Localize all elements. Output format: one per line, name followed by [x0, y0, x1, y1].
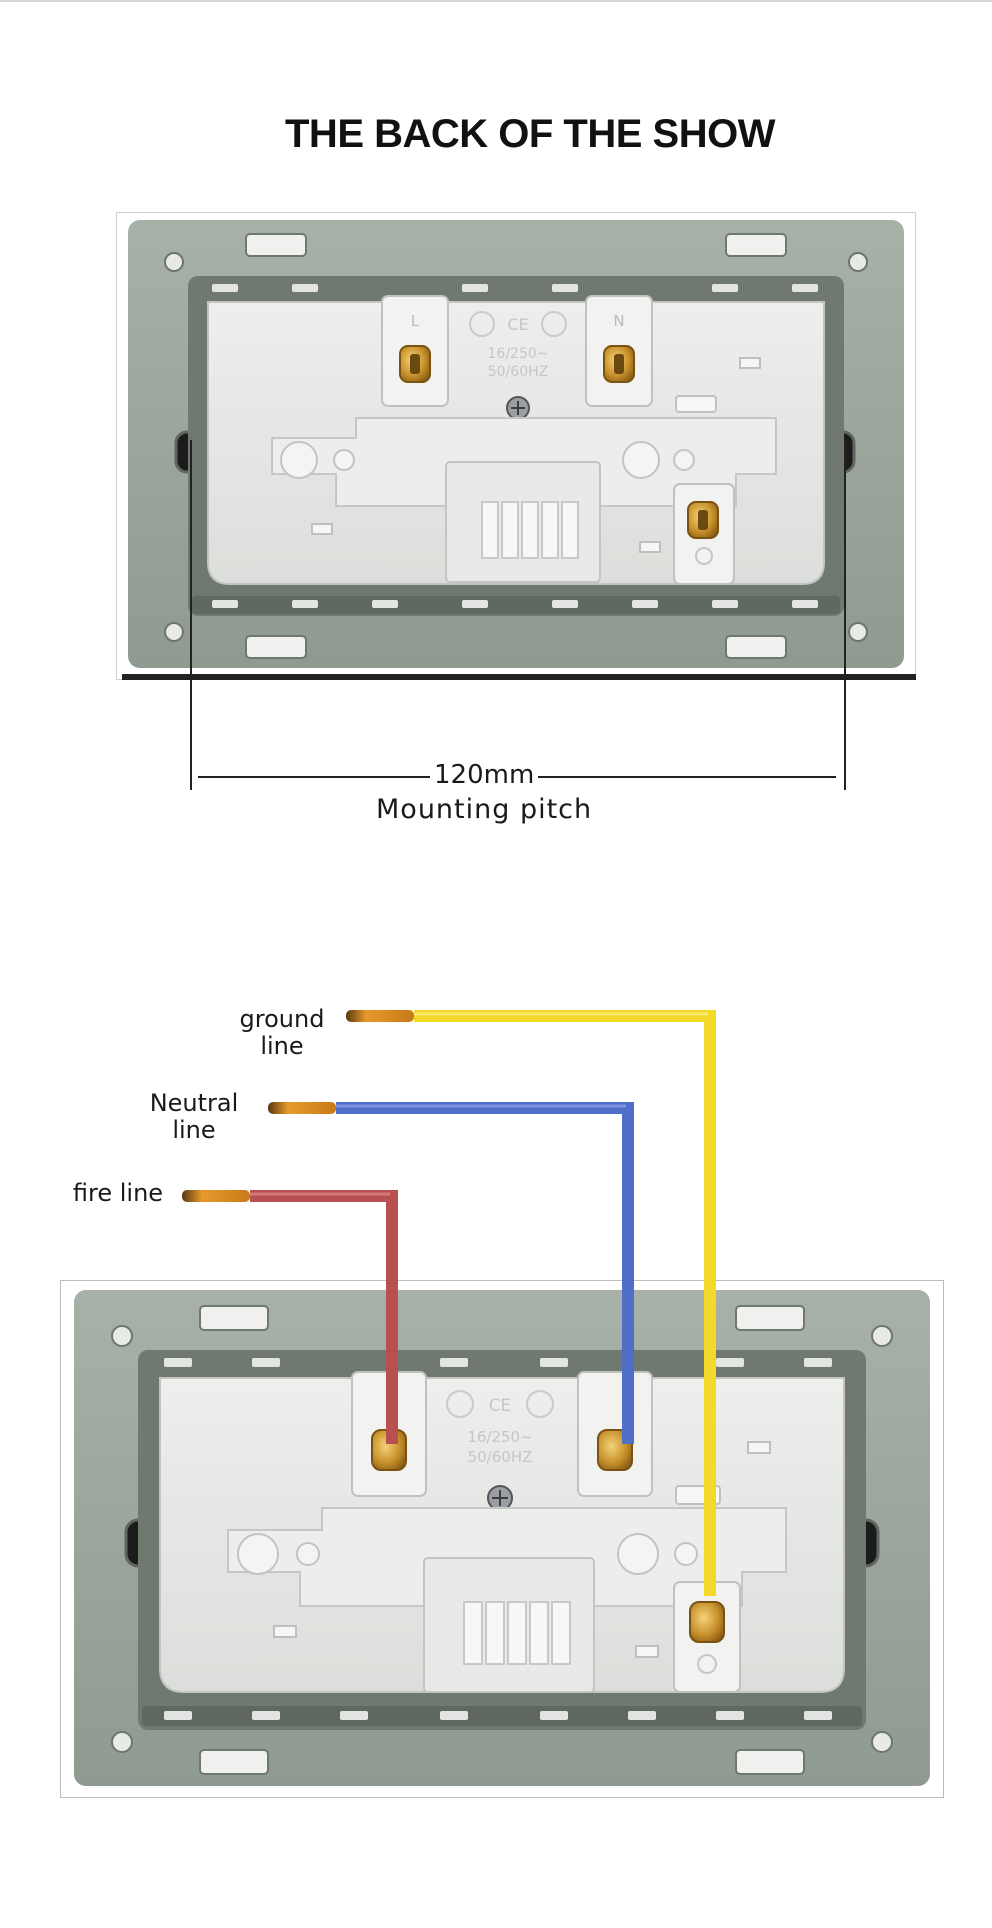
rating-line-2: 50/60HZ	[468, 1448, 533, 1466]
dimension-extension-right	[844, 440, 846, 790]
screw-hole-icon	[848, 622, 868, 642]
top-border-line	[0, 0, 992, 2]
neutral-label-line2: line	[172, 1116, 216, 1144]
terminal-E-brass-icon	[687, 501, 719, 539]
screw-hole-icon	[164, 252, 184, 272]
screw-hole-icon	[164, 622, 184, 642]
neutral-line-label: Neutral line	[138, 1090, 250, 1144]
ce-mark: CE	[489, 1396, 512, 1416]
screw-hole-icon	[111, 1731, 133, 1753]
fire-wire	[182, 1190, 398, 1444]
neutral-label-line1: Neutral	[149, 1089, 239, 1117]
neutral-wire-copper-tip	[268, 1102, 336, 1114]
rating-line-1: 16/250~	[467, 1428, 532, 1446]
terminal-label-N: N	[613, 312, 624, 330]
earth-symbol-icon	[695, 547, 713, 565]
dimension-caption: Mounting pitch	[376, 794, 593, 825]
earth-symbol-icon	[697, 1654, 717, 1674]
terminal-L-brass-icon	[399, 345, 431, 383]
ground-line-label: ground line	[224, 1006, 340, 1060]
terminal-E-brass-icon	[689, 1601, 725, 1643]
dimension-line-left	[198, 776, 430, 778]
ground-label-line1: ground	[239, 1005, 325, 1033]
terminal-N-brass-icon	[603, 345, 635, 383]
fire-line-label: fire line	[58, 1180, 178, 1207]
dimension-value: 120mm	[434, 760, 535, 790]
screw-hole-icon	[848, 252, 868, 272]
page-title: THE BACK OF THE SHOW	[285, 112, 775, 156]
terminal-label-L: L	[411, 312, 420, 330]
ground-wire	[346, 1010, 716, 1596]
rating-line-2: 50/60HZ	[488, 364, 548, 380]
screw-hole-icon	[111, 1325, 133, 1347]
ground-label-line2: line	[260, 1032, 304, 1060]
screw-hole-icon	[871, 1325, 893, 1347]
screw-hole-icon	[871, 1731, 893, 1753]
fire-label-line1: fire line	[72, 1179, 164, 1207]
dimension-extension-left	[190, 440, 192, 790]
neutral-wire	[268, 1102, 634, 1444]
fire-wire-copper-tip	[182, 1190, 250, 1202]
socket-back-view-wired: CE 16/250~ 50/60HZ	[60, 1280, 944, 1798]
dimension-line-right	[538, 776, 836, 778]
ce-mark: CE	[507, 315, 528, 334]
ground-wire-copper-tip	[346, 1010, 414, 1022]
socket-back-view-top: L N CE 16/250~ 50/60HZ	[116, 212, 916, 680]
rating-line-1: 16/250~	[488, 346, 549, 362]
